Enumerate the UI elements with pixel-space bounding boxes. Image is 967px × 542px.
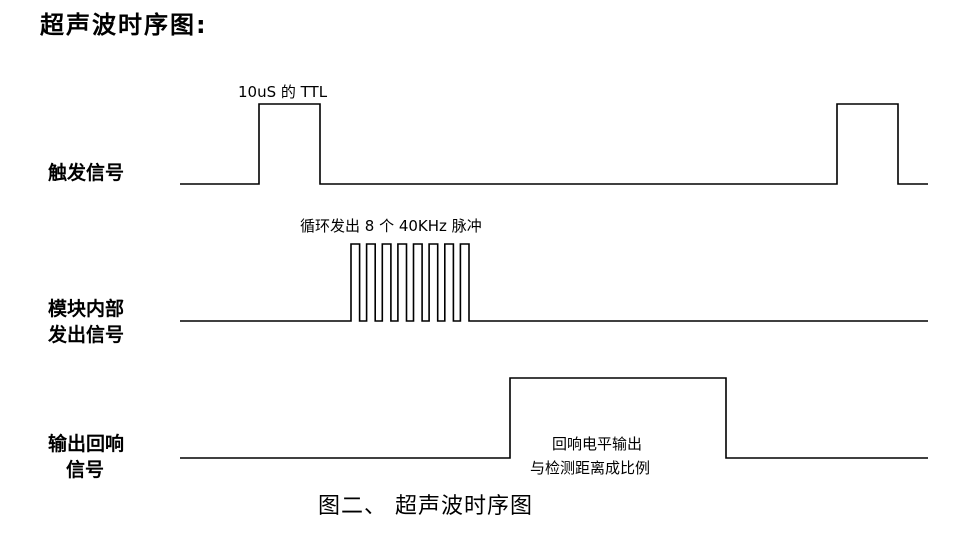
echo-annotation-line2: 与检测距离成比例: [530, 459, 651, 477]
figure-caption: 图二、 超声波时序图: [318, 494, 533, 519]
module-signal-label-line2: 发出信号: [48, 324, 125, 346]
echo-signal-waveform: [180, 377, 928, 459]
burst-annotation: 循环发出 8 个 40KHz 脉冲: [300, 217, 482, 235]
module-burst-waveform: [180, 243, 928, 322]
echo-signal-label-line2: 信号: [66, 459, 105, 481]
trigger-signal-waveform: [180, 103, 928, 185]
module-signal-label-line1: 模块内部: [48, 298, 125, 320]
trigger-pulse-annotation: 10uS 的 TTL: [238, 83, 328, 101]
page-title: 超声波时序图:: [40, 11, 208, 39]
echo-signal-label-line1: 输出回响: [48, 433, 125, 455]
trigger-signal-label: 触发信号: [48, 162, 125, 184]
echo-annotation-line1: 回响电平输出: [552, 435, 643, 453]
